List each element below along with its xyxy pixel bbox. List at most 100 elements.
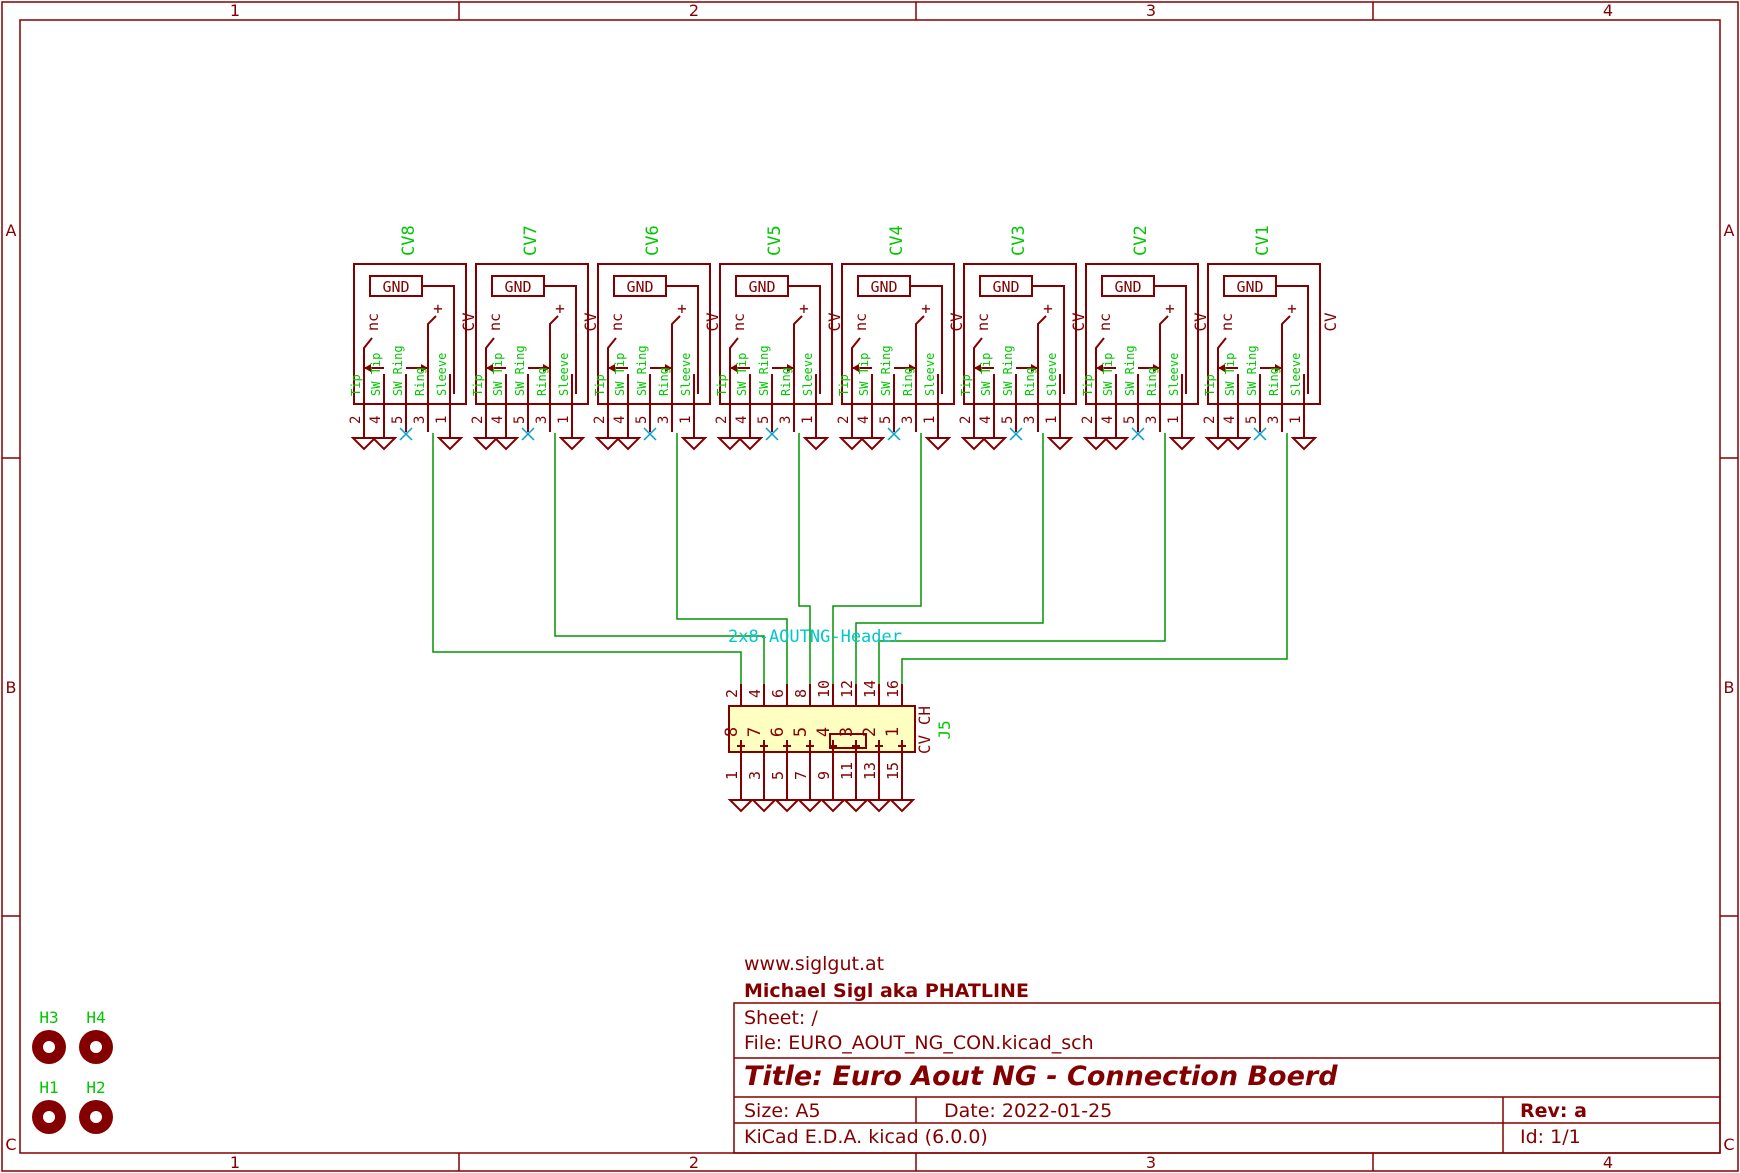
nc-label: nc: [364, 313, 382, 331]
revision: Rev: a: [1520, 1100, 1587, 1122]
company-url: www.siglgut.at: [744, 953, 884, 975]
pin-name: Ring: [1267, 367, 1281, 396]
pin-number: 3: [1144, 416, 1160, 424]
ground-symbol: [370, 432, 398, 451]
pin-name: SW Tip: [613, 353, 627, 396]
header-top-pin-number: 12: [838, 680, 856, 698]
pin-number: 5: [878, 416, 894, 424]
pin-number: 5: [756, 416, 772, 424]
pin-number: 5: [634, 416, 650, 424]
pin-name: Sleeve: [1167, 353, 1181, 396]
pin-number: 3: [1266, 416, 1282, 424]
jack-reference: CV3: [1009, 225, 1029, 256]
plus-label: +: [1043, 299, 1053, 318]
pin-name: Tip: [1203, 374, 1217, 396]
frame-row-label-left: B: [6, 678, 17, 697]
frame-column-label-top: 3: [1146, 1, 1156, 20]
ground-symbol: [838, 432, 866, 451]
pin-name: SW Ring: [635, 345, 649, 396]
plus-label: +: [799, 299, 809, 318]
ground-symbol: [680, 432, 708, 451]
pin-number: 2: [714, 416, 730, 424]
ground-symbol: [865, 799, 893, 813]
frame-row-label-right: A: [1724, 221, 1735, 240]
jack-value: CV: [581, 312, 600, 332]
ground-symbol: [819, 799, 847, 813]
pin-name: Ring: [413, 367, 427, 396]
nc-label: nc: [852, 313, 870, 331]
no-connect-marker: [399, 427, 413, 441]
ground-symbol: [1046, 432, 1074, 451]
pin-name: SW Ring: [757, 345, 771, 396]
header-reference: J5: [935, 720, 954, 739]
ground-symbol: [980, 432, 1008, 451]
header-top-pin-number: 2: [723, 689, 741, 698]
header-bottom-pin-number: 3: [746, 771, 764, 780]
pin-name: Tip: [349, 374, 363, 396]
pin-number: 2: [1080, 416, 1096, 424]
header-channel-number: 7: [745, 727, 765, 737]
pin-number: 4: [1100, 416, 1116, 424]
pin-number: 2: [958, 416, 974, 424]
ground-symbol: [858, 432, 886, 451]
jack-value-extra: CV: [1321, 312, 1340, 332]
nc-label: nc: [974, 313, 992, 331]
header-bottom-pin-number: 9: [815, 771, 833, 780]
pin-number: 1: [678, 416, 694, 424]
schematic-title: Title: Euro Aout NG - Connection Boerd: [744, 1061, 1338, 1092]
pin-name: SW Tip: [979, 353, 993, 396]
ground-symbol: [842, 799, 870, 813]
header-bottom-pin-number: 15: [884, 762, 902, 780]
no-connect-marker: [1009, 427, 1023, 441]
pin-name: Sleeve: [923, 353, 937, 396]
ground-symbol: [436, 432, 464, 451]
jack-value: CV: [947, 312, 966, 332]
ground-symbol: [924, 432, 952, 451]
ground-symbol: [1290, 432, 1318, 451]
header-top-pin-number: 4: [746, 689, 764, 698]
ground-symbol: [960, 432, 988, 451]
pin-name: Ring: [779, 367, 793, 396]
plus-label: +: [1287, 299, 1297, 318]
gnd-label: GND: [1236, 278, 1263, 296]
frame-column-label-top: 4: [1603, 1, 1613, 20]
header-channel-number: 4: [814, 727, 834, 737]
pin-number: 2: [470, 416, 486, 424]
ground-symbol: [727, 799, 755, 813]
gnd-label: GND: [1114, 278, 1141, 296]
frame-row-label-right: C: [1723, 1135, 1734, 1154]
pin-number: 1: [800, 416, 816, 424]
sheet-id: Id: 1/1: [1520, 1126, 1581, 1148]
pin-name: Tip: [471, 374, 485, 396]
pin-name: Ring: [535, 367, 549, 396]
nc-label: nc: [1218, 313, 1236, 331]
wires: [432, 433, 1288, 716]
pin-name: SW Ring: [1245, 345, 1259, 396]
plus-label: +: [433, 299, 443, 318]
pin-name: SW Ring: [879, 345, 893, 396]
paper-size: Size: A5: [744, 1100, 821, 1122]
pin-number: 5: [1122, 416, 1138, 424]
pin-number: 4: [856, 416, 872, 424]
pin-name: SW Tip: [735, 353, 749, 396]
pin-number: 1: [1288, 416, 1304, 424]
jack-value: CV: [459, 312, 478, 332]
gnd-label: GND: [382, 278, 409, 296]
plus-label: +: [555, 299, 565, 318]
pin-number: 3: [900, 416, 916, 424]
no-connect-marker: [887, 427, 901, 441]
header-channel-number: 3: [837, 727, 857, 737]
pin-name: SW Ring: [513, 345, 527, 396]
frame-column-label-bottom: 3: [1146, 1153, 1156, 1172]
pin-name: Tip: [959, 374, 973, 396]
jack-reference: CV5: [765, 225, 785, 256]
frame-column-label-bottom: 4: [1603, 1153, 1613, 1172]
pin-name: Sleeve: [557, 353, 571, 396]
